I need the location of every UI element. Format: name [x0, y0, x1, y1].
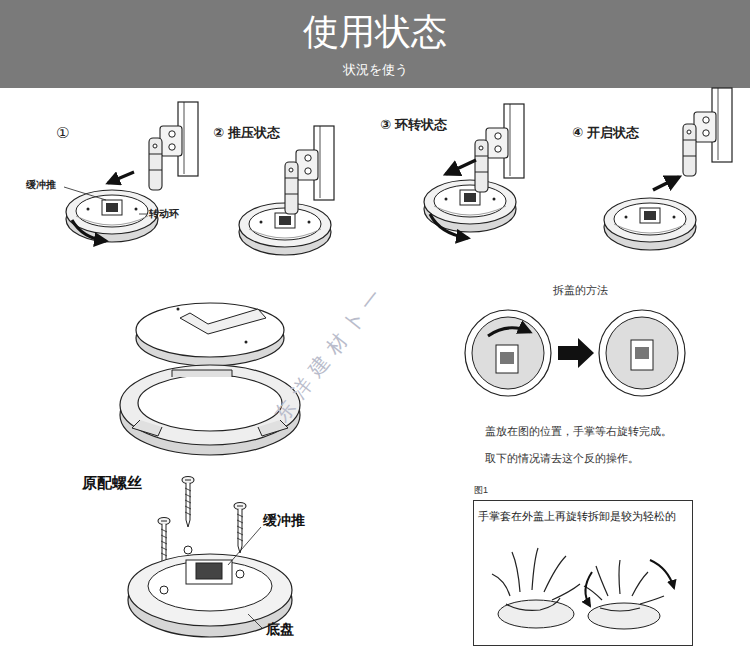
top-cover	[136, 303, 284, 357]
step-two-figure	[285, 126, 334, 214]
step-one-figure	[64, 102, 198, 242]
removal-figures	[465, 310, 685, 396]
top-cover	[180, 309, 266, 334]
part-label: 转动环	[149, 208, 179, 220]
removal-figures	[500, 352, 514, 364]
base-plate	[184, 546, 192, 554]
hands-figure	[498, 600, 574, 628]
step-three-figure	[475, 104, 524, 192]
watermark: 东洋建材卜一	[269, 278, 391, 425]
removal-figures	[472, 317, 544, 389]
note-text: 取下的情况请去这个反的操作。	[485, 452, 639, 465]
step-three-figure	[430, 214, 468, 238]
hands-figure	[650, 560, 674, 588]
step-one-figure	[72, 220, 106, 241]
base-plate	[248, 614, 262, 628]
base-plate	[148, 561, 272, 611]
step-one-figure	[108, 172, 134, 183]
removal-figures	[606, 317, 678, 389]
hands-figure	[585, 572, 592, 606]
removal-figures	[488, 328, 530, 336]
step-four-figure	[653, 177, 679, 190]
hands-figure	[588, 603, 660, 629]
base-plate	[128, 554, 292, 626]
part-label: 原配螺丝	[82, 474, 142, 492]
rotating-ring	[172, 370, 232, 377]
subtitle: 状況を使う	[343, 62, 408, 78]
step-four-figure	[683, 88, 732, 176]
hands-figure	[492, 548, 580, 610]
part-label: 底盘	[266, 621, 294, 638]
screws	[182, 477, 194, 528]
part-label: 缓冲推	[26, 179, 56, 191]
top-cover	[245, 341, 248, 344]
step-one-figure	[149, 102, 198, 190]
step-four-figure	[604, 88, 732, 250]
removal-figures	[558, 338, 594, 368]
box-text: 手掌套在外盖上再旋转拆卸是较为轻松的	[474, 501, 692, 528]
screws	[234, 503, 246, 554]
step-label: ④ 开启状态	[572, 125, 639, 141]
base-plate	[128, 527, 292, 637]
part-label: 缓冲推	[263, 512, 305, 529]
page-title: 使用状态	[303, 10, 447, 53]
section-heading: 拆盖的方法	[553, 284, 608, 297]
rotating-ring	[138, 375, 282, 431]
base-plate	[196, 563, 222, 579]
step-four-figure	[604, 198, 696, 250]
hands-figure	[492, 548, 674, 629]
note-text: 盖放在图的位置，手掌等右旋转完成。	[485, 425, 672, 438]
removal-figures	[599, 310, 685, 396]
step-one-figure	[66, 190, 158, 242]
removal-figures	[635, 347, 649, 359]
top-cover	[136, 303, 284, 366]
step-three-figure	[446, 160, 476, 174]
rotating-ring	[132, 420, 162, 436]
removal-figures	[465, 310, 551, 396]
step-number: ①	[56, 124, 69, 142]
step-one-figure	[64, 187, 106, 200]
base-plate	[186, 560, 232, 584]
step-one-figure	[139, 214, 147, 215]
step-two-figure	[239, 126, 334, 255]
note-box: 图1手掌套在外盖上再旋转拆卸是较为轻松的	[473, 500, 693, 646]
hands-figure	[584, 560, 664, 611]
removal-figures	[631, 340, 653, 370]
base-plate	[236, 570, 244, 578]
base-plate	[228, 527, 261, 565]
step-label: ③ 环转状态	[380, 117, 447, 133]
removal-figures	[496, 345, 518, 373]
top-cover	[177, 308, 180, 311]
base-plate	[160, 586, 168, 594]
figure-number: 图1	[474, 484, 488, 497]
step-label: ② 推压状态	[213, 125, 280, 141]
